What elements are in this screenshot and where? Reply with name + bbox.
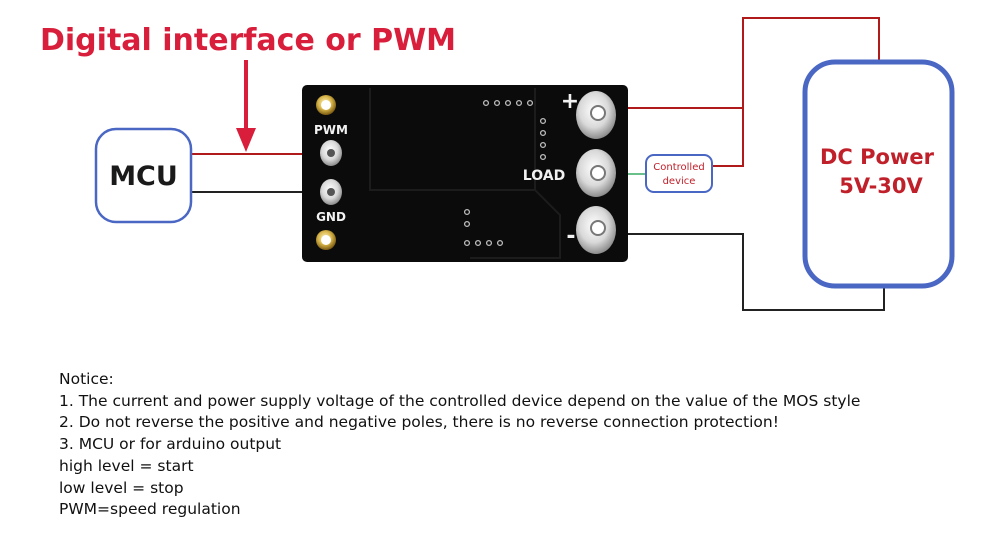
- dc-power-voltage: 5V-30V: [839, 174, 923, 198]
- notice-section: Notice: 1. The current and power supply …: [59, 369, 860, 521]
- controlled-device-box: [645, 154, 713, 193]
- negative-terminal-label: -: [566, 224, 575, 249]
- notice-heading: Notice:: [59, 370, 114, 388]
- gnd-pin-label: GND: [316, 210, 346, 224]
- diagram-title: Digital interface or PWM: [40, 23, 456, 58]
- notice-line: 3. MCU or for arduino output: [59, 435, 282, 454]
- controlled-device-label-line1: Controlled: [653, 162, 704, 173]
- pwm-pin-label: PWM: [314, 123, 348, 137]
- wires: [191, 17, 885, 311]
- mcu-box: [94, 127, 193, 224]
- notice-line: low level = stop: [59, 478, 184, 497]
- mosfet-board: PWM GND LOAD + -: [302, 85, 628, 262]
- negative-wire: [600, 233, 885, 311]
- positive-wire: [600, 17, 880, 109]
- load-terminal-label: LOAD: [523, 168, 565, 184]
- notice-line: 2. Do not reverse the positive and negat…: [59, 413, 779, 432]
- device-to-power-wire: [712, 108, 744, 167]
- mcu-label: MCU: [109, 161, 178, 192]
- dc-power-box: [802, 59, 955, 289]
- notice-line: high level = start: [59, 456, 194, 475]
- controlled-device-label-line2: device: [663, 176, 696, 187]
- positive-terminal-label: +: [561, 89, 579, 114]
- arrow-down-icon: [236, 60, 256, 152]
- dc-power-label: DC Power: [820, 145, 935, 169]
- notice-line: PWM=speed regulation: [59, 500, 241, 519]
- notice-line: 1. The current and power supply voltage …: [59, 391, 861, 410]
